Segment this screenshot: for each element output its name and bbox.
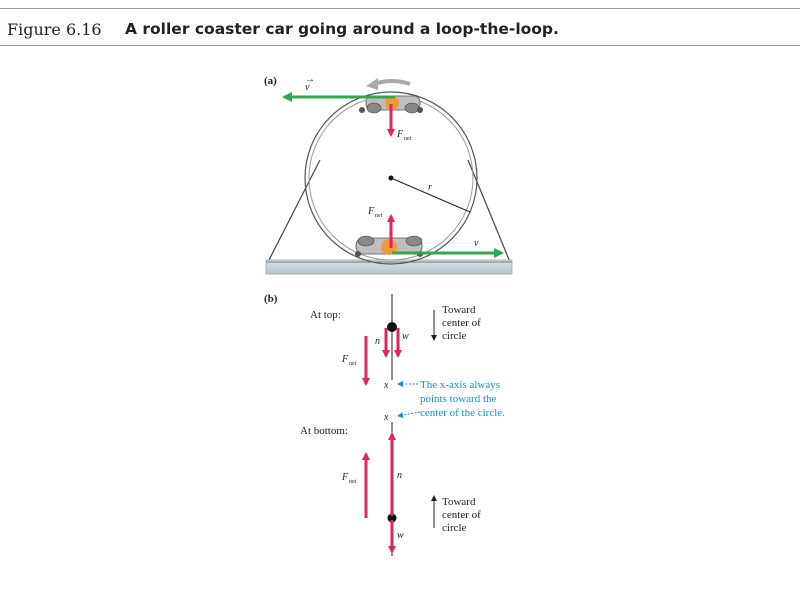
right-strut [467, 159, 511, 263]
fnet-bottom-b-label: F [341, 472, 349, 483]
svg-text:center of: center of [442, 509, 481, 521]
note-arrow-bottom [397, 411, 421, 419]
svg-text:Toward: Toward [442, 304, 476, 316]
figure-title: A roller coaster car going around a loop… [125, 20, 559, 38]
fnet-top-label: F [396, 129, 404, 140]
w-bottom-label: w [397, 530, 404, 541]
velocity-top-label: v [305, 82, 310, 93]
fnet-bottom-sub: net [375, 213, 383, 219]
top-particle [387, 322, 397, 332]
loop-track [304, 91, 478, 265]
figure-number: Figure 6.16 [7, 20, 102, 39]
svg-text:→: → [305, 74, 315, 85]
svg-text:circle: circle [442, 330, 467, 342]
svg-text:net: net [349, 361, 357, 367]
part-a-label: (a) [264, 75, 277, 87]
x-axis-bottom-label: x [383, 412, 389, 423]
radius-label: r [428, 182, 432, 193]
bottom-particle [387, 513, 397, 523]
fnet-bottom-label: F [367, 206, 375, 217]
svg-text:net: net [349, 479, 357, 485]
x-axis-top-label: x [383, 380, 389, 391]
part-b-label: (b) [264, 293, 278, 305]
top-car [359, 95, 423, 114]
note-line-2: points toward the [420, 393, 496, 405]
radius-line [390, 177, 471, 213]
left-strut [267, 159, 321, 263]
svg-text:circle: circle [442, 522, 467, 534]
svg-text:center of: center of [442, 317, 481, 329]
at-top-label: At top: [310, 309, 341, 321]
motion-arrow [373, 79, 411, 86]
figure-caption: Figure 6.16 A roller coaster car going a… [0, 8, 800, 46]
note-line-3: center of the circle. [420, 407, 505, 419]
n-top-label: n [375, 336, 380, 347]
velocity-bottom-label: v [474, 238, 479, 249]
n-bottom-label: n [397, 470, 402, 481]
fnet-top-sub: net [404, 136, 412, 142]
svg-text:Toward: Toward [442, 496, 476, 508]
at-bottom-label: At bottom: [300, 425, 348, 437]
fnet-top-b-label: F [341, 354, 349, 365]
note-line-1: The x-axis always [420, 379, 500, 391]
w-top-label: w [402, 331, 409, 342]
